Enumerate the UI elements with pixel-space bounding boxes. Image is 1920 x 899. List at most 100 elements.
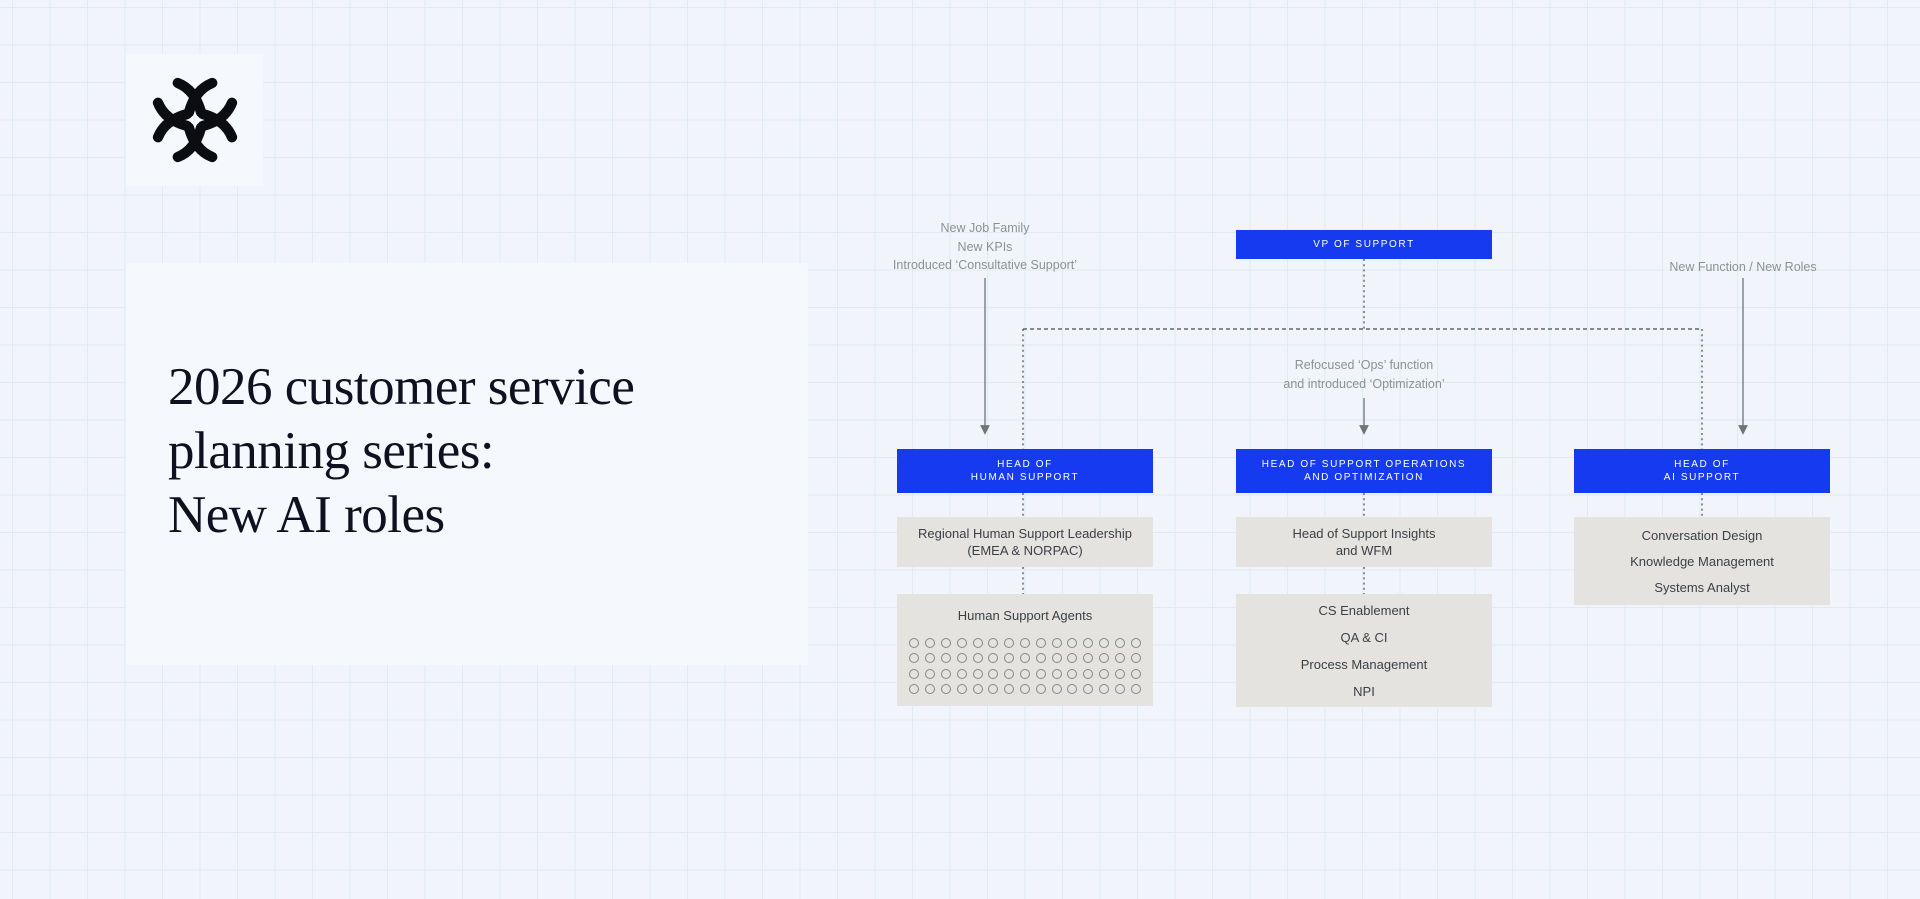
agent-dot [1004, 684, 1015, 695]
annotation-line: New Function / New Roles [1669, 260, 1817, 274]
agent-dot [1004, 668, 1015, 679]
agent-dot [1051, 653, 1062, 664]
agent-dot [972, 638, 983, 648]
org-box-line: QA & CI [1340, 629, 1388, 645]
agent-dot [1130, 638, 1141, 648]
org-box-label: VP OF SUPPORT [1313, 238, 1415, 250]
org-box-line: Process Management [1300, 656, 1428, 672]
org-box-line: and WFM [1335, 543, 1393, 558]
agent-dot [1098, 653, 1109, 664]
logo-card [126, 54, 263, 186]
agent-dot [1020, 684, 1030, 695]
org-box-head-of-ai-support: HEAD OF AI SUPPORT [1574, 449, 1830, 493]
org-box-line: Systems Analyst [1654, 579, 1750, 595]
agent-dot [909, 668, 920, 679]
agent-dot [1098, 684, 1109, 695]
org-box-ops-functions: CS Enablement QA & CI Process Management… [1236, 594, 1492, 707]
org-box-line: Knowledge Management [1630, 553, 1774, 569]
agent-dot [1035, 653, 1046, 664]
agent-dot [1020, 653, 1030, 664]
agent-dot [956, 668, 967, 679]
agent-dot [1083, 638, 1094, 648]
agent-dot [1114, 684, 1125, 695]
agent-dot [941, 684, 952, 695]
agent-dot [925, 668, 936, 679]
org-box-regional-leadership: Regional Human Support Leadership (EMEA … [897, 517, 1153, 567]
agent-dot [988, 684, 999, 695]
agent-dot [1004, 653, 1015, 664]
org-box-label: AI SUPPORT [1663, 472, 1741, 483]
starburst-logo-icon [152, 77, 237, 163]
annotation-line: New Job Family [940, 221, 1030, 235]
annotation-human-support: New Job Family New KPIs Introduced ‘Cons… [825, 219, 1145, 275]
agent-dot [1098, 638, 1109, 648]
agent-dot [1020, 638, 1030, 648]
agent-dot [1114, 653, 1125, 664]
annotation-line: Refocused ‘Ops’ function [1294, 358, 1434, 372]
org-box-line: (EMEA & NORPAC) [967, 543, 1083, 558]
agent-dot [1051, 684, 1062, 695]
agent-dot [941, 638, 952, 648]
agent-dot [1067, 653, 1078, 664]
annotation-ops-refocus: Refocused ‘Ops’ function and introduced … [1224, 356, 1504, 393]
agent-dot [1067, 684, 1078, 695]
org-box-human-support-agents: Human Support Agents [897, 594, 1153, 706]
agent-dot [1083, 653, 1094, 664]
agent-dot [956, 638, 967, 648]
agent-dot [925, 638, 936, 648]
agent-dot [1020, 668, 1030, 679]
agent-dot [1130, 668, 1141, 679]
agent-dot [1083, 668, 1094, 679]
agent-dot [909, 684, 920, 695]
annotation-line: Introduced ‘Consultative Support’ [892, 258, 1078, 272]
agent-dot [988, 638, 999, 648]
org-box-vp-of-support: VP OF SUPPORT [1236, 230, 1492, 259]
agent-dot [988, 653, 999, 664]
org-box-label: HUMAN SUPPORT [970, 472, 1080, 483]
agent-dot [1035, 668, 1046, 679]
org-box-label: HEAD OF [997, 458, 1053, 470]
org-box-line: Head of Support Insights [1292, 526, 1436, 541]
page-title-line: 2026 customer service [168, 358, 635, 416]
agent-dot [925, 684, 936, 695]
agent-dot [1035, 638, 1046, 648]
agent-dot [972, 684, 983, 695]
agent-dot [1004, 638, 1015, 648]
agent-dot [1083, 684, 1094, 695]
annotation-new-function: New Function / New Roles [1613, 258, 1873, 277]
agent-dot [909, 653, 920, 664]
agent-dot [1114, 638, 1125, 648]
agent-dot [909, 638, 920, 648]
agent-dot [972, 653, 983, 664]
org-box-head-of-support-operations: HEAD OF SUPPORT OPERATIONS AND OPTIMIZAT… [1236, 449, 1492, 493]
page-title: 2026 customer service planning series: N… [168, 355, 635, 547]
org-box-line: Conversation Design [1641, 527, 1763, 543]
page-title-line: planning series: [168, 422, 495, 480]
agent-dot [1130, 684, 1141, 695]
agent-dot [1098, 668, 1109, 679]
org-box-label: HEAD OF SUPPORT OPERATIONS [1261, 458, 1467, 470]
annotation-line: and introduced ‘Optimization’ [1283, 376, 1445, 391]
agent-dot [1130, 653, 1141, 664]
org-box-head-of-human-support: HEAD OF HUMAN SUPPORT [897, 449, 1153, 493]
agent-dot [1051, 638, 1062, 648]
agent-dot [972, 668, 983, 679]
agent-dot [1067, 668, 1078, 679]
org-box-line: Regional Human Support Leadership [918, 526, 1132, 541]
page-title-line: New AI roles [168, 486, 445, 544]
agent-dot [941, 653, 952, 664]
agent-dot [956, 684, 967, 695]
org-box-line: NPI [1353, 683, 1375, 699]
title-panel [126, 263, 808, 665]
agent-dot [941, 668, 952, 679]
agents-dot-grid [909, 638, 1141, 695]
org-box-ai-roles: Conversation Design Knowledge Management… [1574, 517, 1830, 605]
org-box-label: HEAD OF [1674, 458, 1730, 470]
org-box-label: AND OPTIMIZATION [1304, 472, 1424, 483]
org-box-support-insights-wfm: Head of Support Insights and WFM [1236, 517, 1492, 567]
agent-dot [1067, 638, 1078, 648]
agents-box-title: Human Support Agents [957, 608, 1093, 623]
agent-dot [1114, 668, 1125, 679]
agent-dot [1035, 684, 1046, 695]
